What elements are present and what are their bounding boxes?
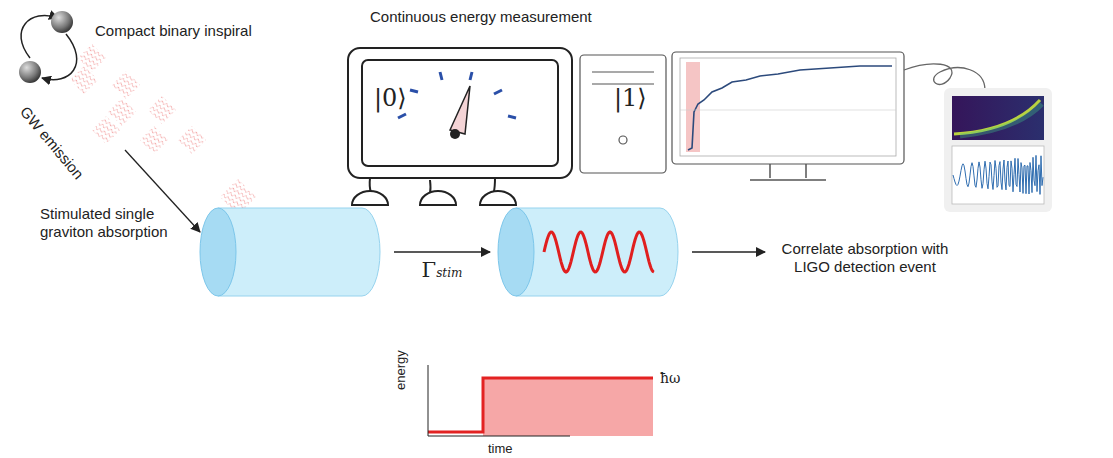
state-label: |0⟩ bbox=[374, 84, 407, 112]
rate-label: Γstim bbox=[422, 258, 463, 282]
computer-tower bbox=[580, 55, 666, 173]
cylinder-shape bbox=[196, 204, 386, 300]
cylinder-shape bbox=[494, 204, 684, 300]
axis-label: energy bbox=[392, 350, 410, 390]
gw-label: GW emission bbox=[16, 103, 87, 183]
section-heading: Continuous energy measurement bbox=[370, 8, 592, 26]
energy-meter bbox=[348, 48, 572, 205]
output-arrow bbox=[692, 251, 765, 252]
energy-value: ħω bbox=[660, 369, 680, 387]
description: Stimulated single graviton absorption bbox=[40, 205, 180, 241]
resonator-cylinder: |1⟩ bbox=[494, 84, 694, 304]
resonator-cylinder: |0⟩ bbox=[196, 84, 396, 304]
transition-arrow bbox=[394, 251, 490, 252]
binary-orbit bbox=[19, 11, 77, 83]
monitor-plot bbox=[672, 52, 985, 180]
axis-label: time bbox=[488, 440, 513, 458]
title-text: Compact binary inspiral bbox=[95, 22, 252, 40]
description: Correlate absorption with LIGO detection… bbox=[765, 240, 965, 276]
ligo-panel bbox=[944, 88, 1052, 212]
state-label: |1⟩ bbox=[614, 84, 647, 112]
gw-packets bbox=[70, 44, 256, 215]
energy-step-plot bbox=[428, 365, 653, 436]
